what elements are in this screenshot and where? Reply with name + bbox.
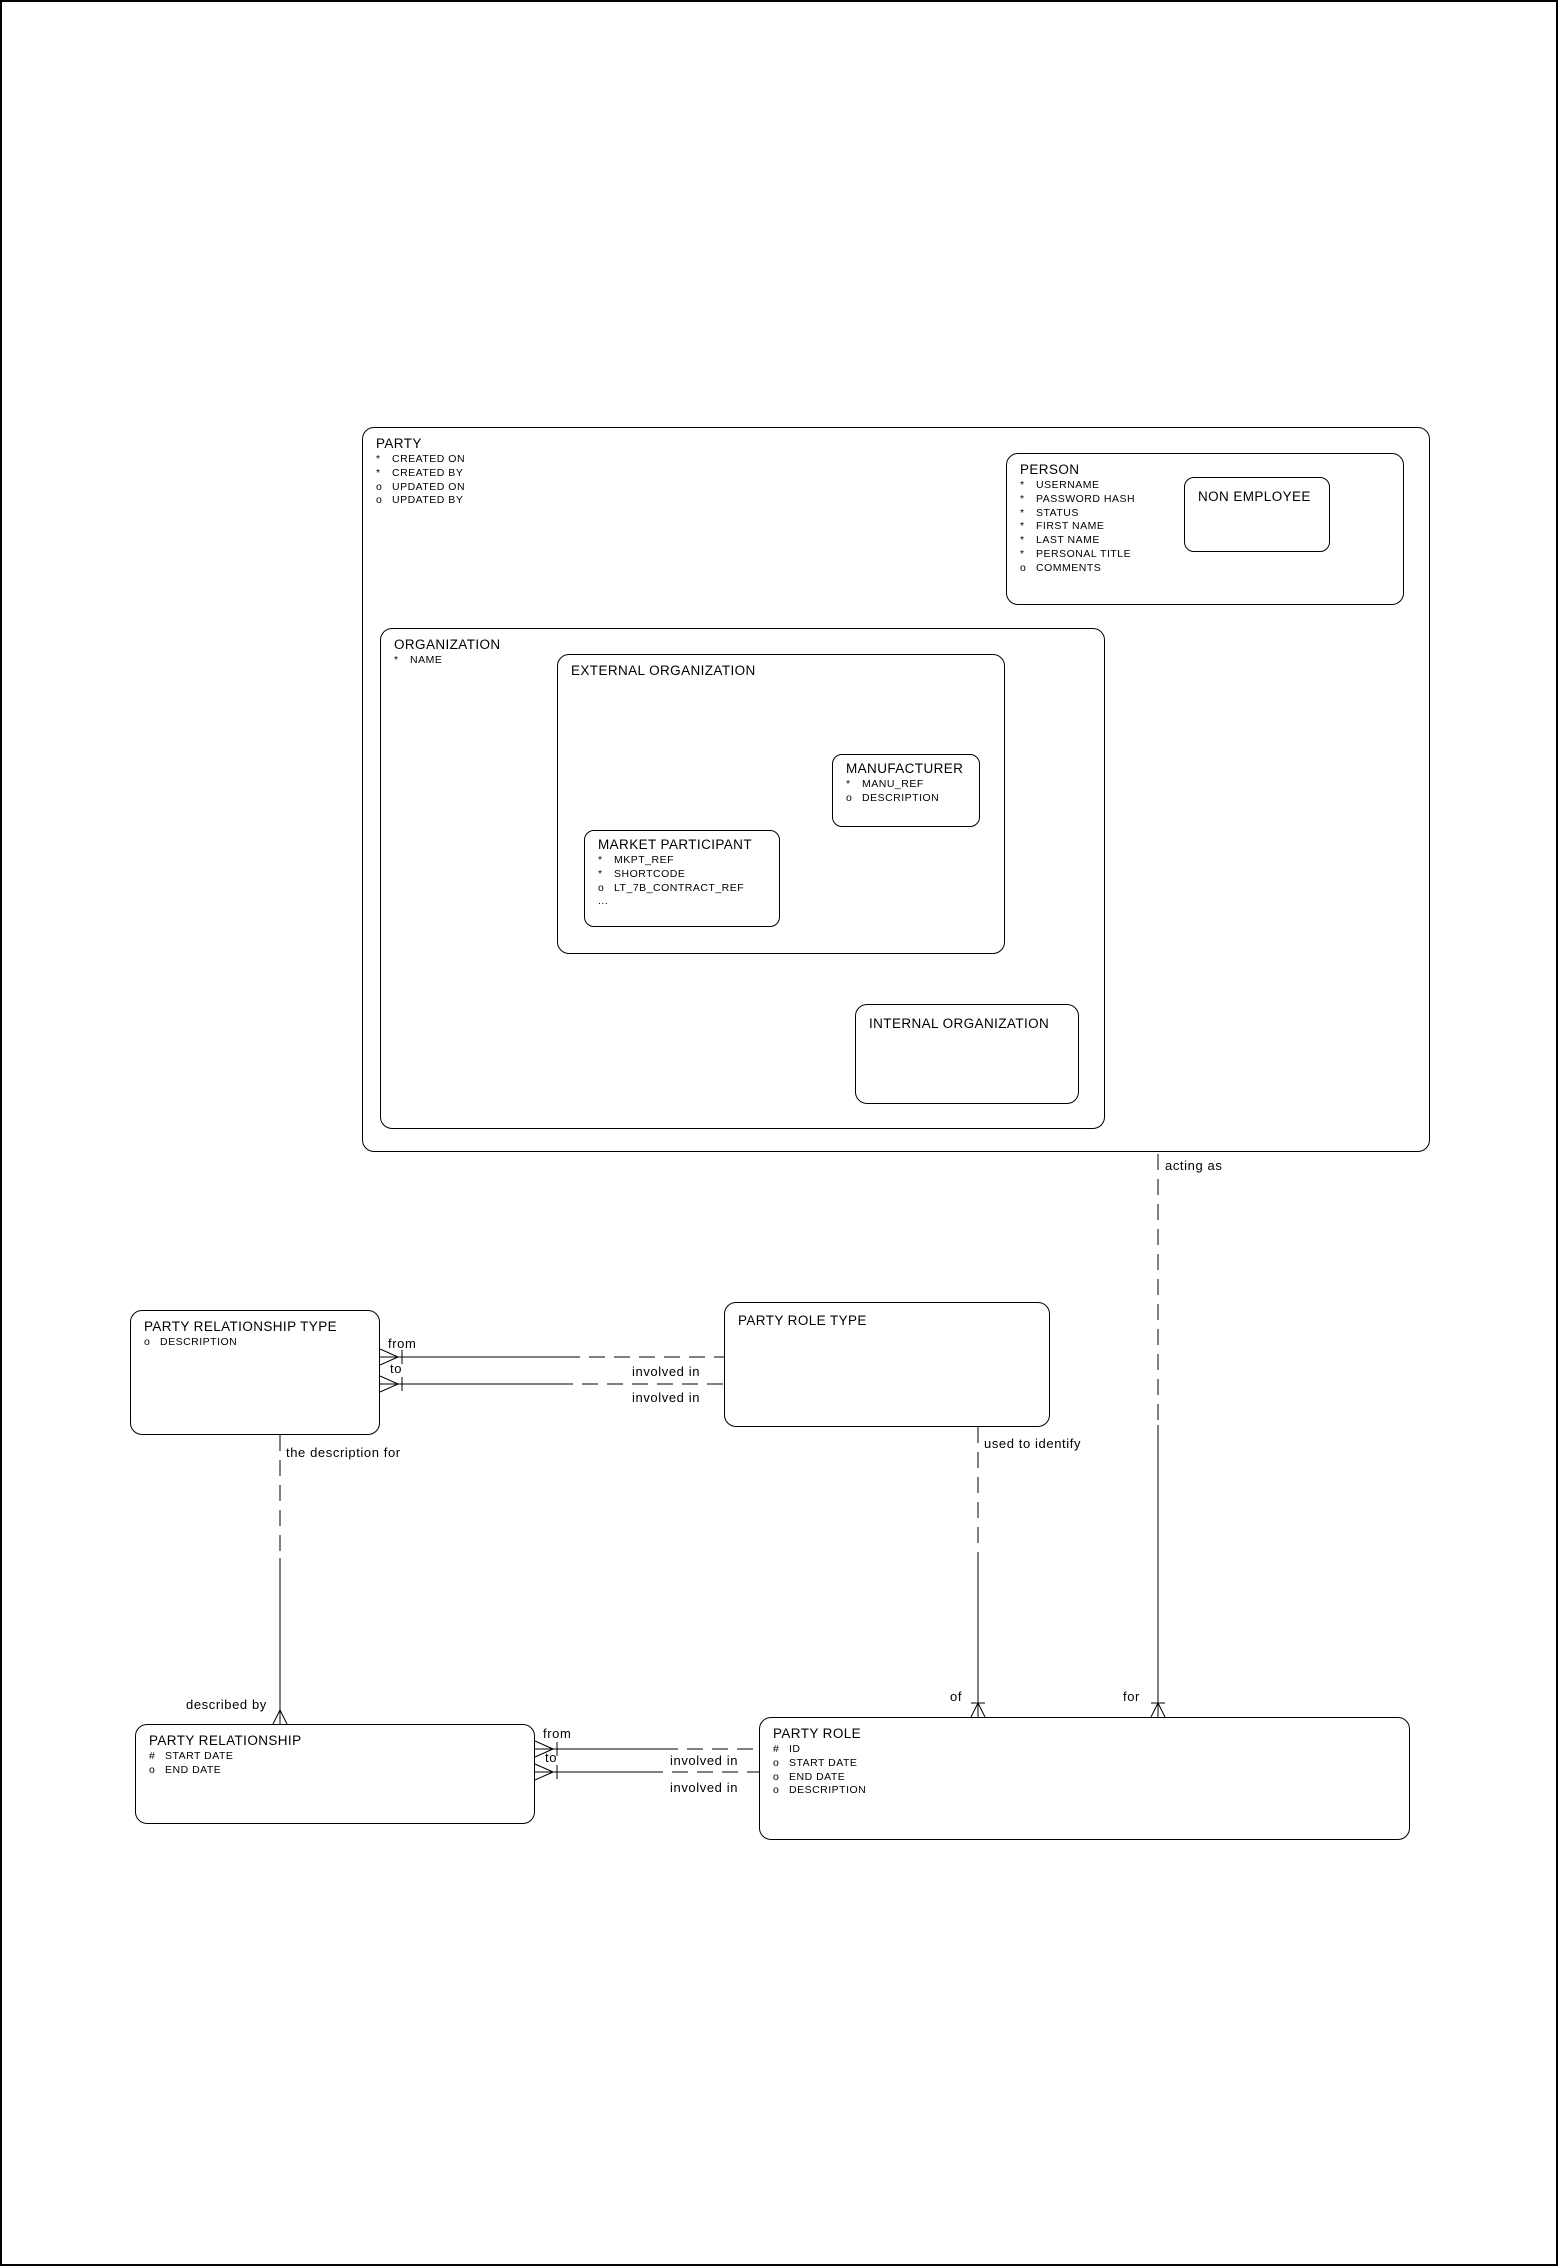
entity-title: MARKET PARTICIPANT: [598, 837, 752, 852]
entity-title: INTERNAL ORGANIZATION: [869, 1016, 1050, 1031]
attribute-row: *LAST NAME: [1020, 534, 1100, 547]
rel-label-from: from: [543, 1726, 572, 1741]
attribute-row: ...: [598, 895, 609, 908]
rel-line-prt-from: [379, 1348, 724, 1366]
attribute-row: #START DATE: [149, 1750, 234, 1762]
entity-title: ORGANIZATION: [394, 637, 501, 652]
rel-label-for: for: [1123, 1689, 1140, 1704]
entity-non-employee[interactable]: NON EMPLOYEE: [1184, 477, 1330, 552]
entity-title: PARTY ROLE: [773, 1726, 862, 1741]
entity-title: MANUFACTURER: [846, 761, 964, 776]
entity-title: NON EMPLOYEE: [1198, 489, 1311, 504]
attribute-list: *NAME: [394, 654, 1096, 668]
entity-title: EXTERNAL ORGANIZATION: [571, 663, 756, 678]
rel-label-the-description-for: the description for: [286, 1445, 401, 1460]
rel-line-used-to-identify: [970, 1427, 986, 1718]
rel-label-from: from: [388, 1336, 417, 1351]
rel-label-to: to: [545, 1750, 558, 1765]
attribute-row: *FIRST NAME: [1020, 520, 1105, 533]
rel-label-involved-in: involved in: [670, 1753, 739, 1768]
entity-party-role-type[interactable]: PARTY ROLE TYPE: [724, 1302, 1050, 1427]
attribute-row: *PASSWORD HASH: [1020, 492, 1136, 505]
attribute-row: *PERSONAL TITLE: [1020, 547, 1132, 560]
entity-title: PERSON: [1020, 462, 1080, 477]
attribute-row: *CREATED BY: [376, 466, 464, 479]
attribute-row: *USERNAME: [1020, 479, 1100, 491]
entity-title: PARTY: [376, 436, 422, 451]
attribute-row: #ID: [773, 1743, 801, 1755]
rel-label-involved-in: involved in: [670, 1780, 739, 1795]
attribute-row: *MANU_REF: [846, 778, 924, 790]
rel-label-of: of: [950, 1689, 963, 1704]
entity-title: PARTY RELATIONSHIP TYPE: [144, 1319, 338, 1334]
attribute-row: *NAME: [394, 654, 443, 666]
rel-line-acting-as: [1150, 1154, 1166, 1718]
attribute-row: *CREATED ON: [376, 453, 466, 465]
attribute-row: *MKPT_REF: [598, 854, 675, 866]
attribute-row: *SHORTCODE: [598, 867, 686, 880]
rel-label-described-by: described by: [186, 1697, 267, 1712]
entity-title: PARTY RELATIONSHIP: [149, 1733, 302, 1748]
rel-label-involved-in: involved in: [632, 1364, 701, 1379]
rel-label-used-to-identify: used to identify: [984, 1436, 1082, 1451]
attribute-row: *STATUS: [1020, 506, 1079, 519]
rel-label-involved-in: involved in: [632, 1390, 701, 1405]
entity-title: PARTY ROLE TYPE: [738, 1313, 867, 1328]
rel-line-described-by: [272, 1435, 288, 1725]
rel-label-acting-as: acting as: [1165, 1158, 1223, 1173]
entity-internal-organization[interactable]: INTERNAL ORGANIZATION: [855, 1004, 1079, 1104]
rel-label-to: to: [390, 1361, 403, 1376]
attribute-list: *USERNAME*PASSWORD HASH*STATUS*FIRST NAM…: [1020, 479, 1395, 576]
